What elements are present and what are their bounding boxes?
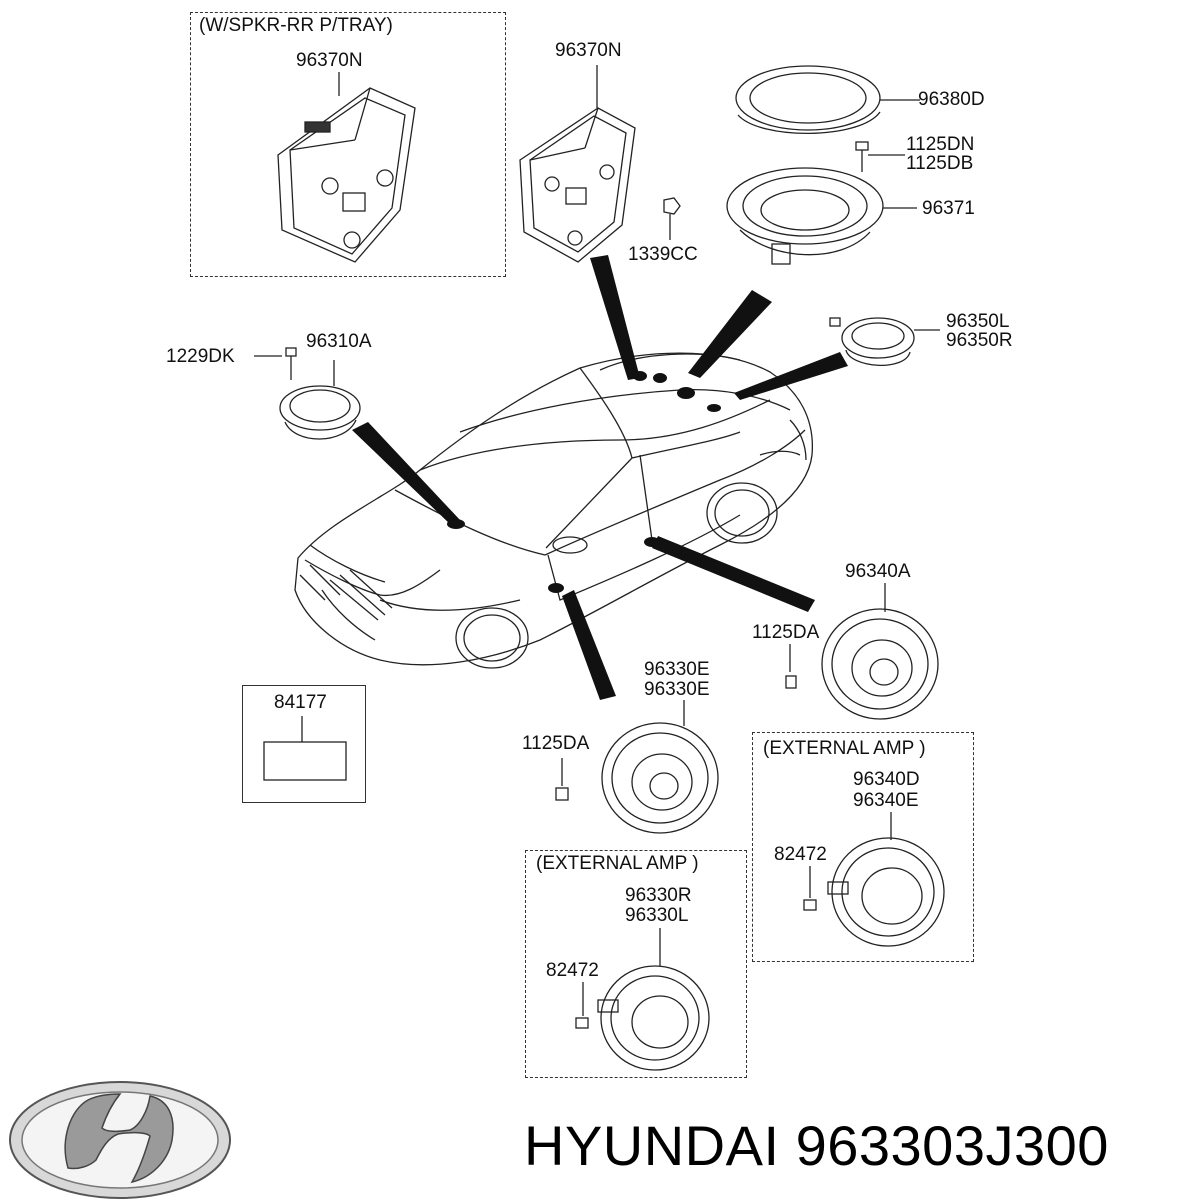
part-label-rear-screw-2: 1125DB [906,153,974,174]
front-tweeter-illustration [254,347,361,440]
amplifier-main-illustration [519,65,681,263]
ext-amp-rear-title: (EXTERNAL AMP ) [763,738,926,759]
ext-amp-front-title: (EXTERNAL AMP ) [536,853,699,874]
footer-caption: HYUNDAI 963303J300 [524,1114,1109,1178]
tray-amp-title: (W/SPKR-RR P/TRAY) [199,15,393,36]
ext-amp-rear-speaker-illustration [803,812,945,947]
part-label-rear-door-speaker: 96340A [845,561,911,582]
part-label-rear-door-screw: 1125DA [752,622,820,643]
part-label-front-tweeter-screw: 1229DK [166,346,235,367]
part-label-ext-front-speaker-2: 96330L [625,905,689,926]
rear-woofer-illustration [726,65,920,265]
part-label-amp-tray: 96370N [296,50,363,71]
footer-part-number: 963303J300 [795,1114,1109,1177]
part-label-front-tweeter: 96310A [306,331,372,352]
part-label-ext-front-screw: 82472 [546,960,599,981]
label-box-part: 84177 [274,692,327,713]
label-sticker-illustration [263,741,347,781]
hyundai-logo [9,1081,231,1199]
pointer-wedges [352,255,848,700]
part-label-tweeter-rear-r: 96350R [946,330,1013,351]
rear-door-speaker-illustration [785,583,939,720]
part-label-nut-amp: 1339CC [628,244,698,265]
tray-amp-box [190,12,506,277]
front-door-speaker-illustration [555,700,719,834]
footer-brand: HYUNDAI [524,1114,780,1177]
part-label-ext-rear-speaker-2: 96340E [853,790,919,811]
part-label-front-door-speaker-1: 96330E [644,659,710,680]
part-label-front-door-screw: 1125DA [522,733,590,754]
part-label-rear-ring: 96380D [918,89,985,110]
ext-amp-front-box [525,850,747,1078]
ext-amp-rear-box [752,732,974,962]
part-label-amp-main: 96370N [555,40,622,61]
label-box [242,685,366,803]
part-label-front-door-speaker-2: 96330E [644,679,710,700]
part-label-ext-front-speaker-1: 96330R [625,885,692,906]
rear-tweeter-illustration [829,317,940,366]
amplifier-tray-illustration [277,72,416,263]
ext-amp-front-speaker-illustration [575,928,710,1071]
part-label-rear-screw-1: 1125DN [906,134,975,155]
part-label-ext-rear-screw: 82472 [774,844,827,865]
part-label-ext-rear-speaker-1: 96340D [853,769,920,790]
part-label-rear-woofer: 96371 [922,198,975,219]
car-illustration [294,352,814,669]
part-label-tweeter-rear-l: 96350L [946,311,1010,332]
